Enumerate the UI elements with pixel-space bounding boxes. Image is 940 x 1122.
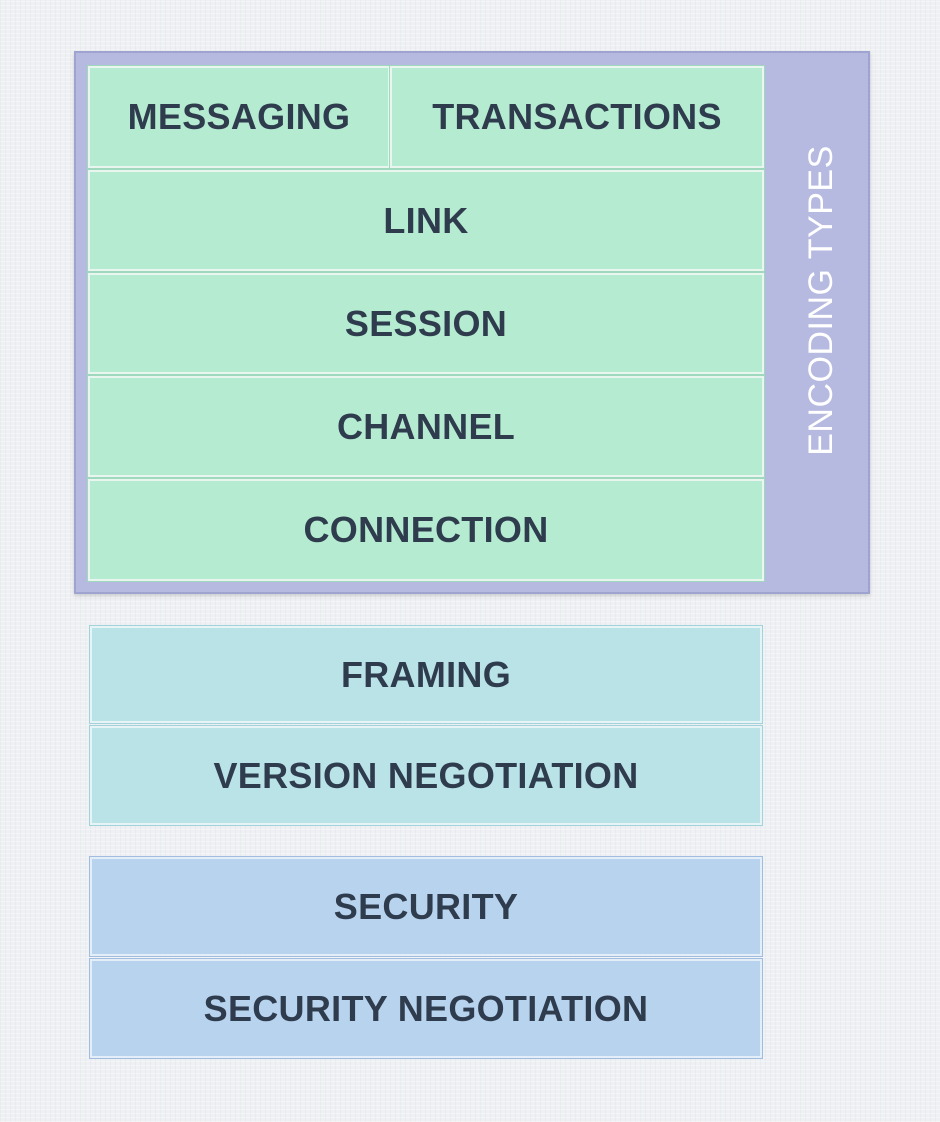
layer-security-negotiation: SECURITY NEGOTIATION <box>89 958 763 1059</box>
layer-security-negotiation-label: SECURITY NEGOTIATION <box>203 987 649 1029</box>
layer-connection: CONNECTION <box>87 478 765 582</box>
encoding-types-label: ENCODING TYPES <box>796 80 846 520</box>
layer-link: LINK <box>87 169 765 272</box>
layer-version-negotiation: VERSION NEGOTIATION <box>89 725 763 826</box>
layer-session-label: SESSION <box>344 302 508 344</box>
layer-channel: CHANNEL <box>87 375 765 478</box>
layer-framing-label: FRAMING <box>340 653 512 695</box>
encoding-types-text: ENCODING TYPES <box>801 144 840 456</box>
layer-session: SESSION <box>87 272 765 375</box>
layer-security-label: SECURITY <box>333 885 519 927</box>
layer-channel-label: CHANNEL <box>336 405 516 447</box>
layer-version-negotiation-label: VERSION NEGOTIATION <box>213 754 639 796</box>
layer-messaging-label: MESSAGING <box>127 96 351 137</box>
layer-link-label: LINK <box>383 199 469 241</box>
layer-framing: FRAMING <box>89 625 763 724</box>
layer-transactions-label: TRANSACTIONS <box>432 96 722 137</box>
layer-connection-label: CONNECTION <box>303 509 549 550</box>
layer-security: SECURITY <box>89 856 763 957</box>
layer-messaging: MESSAGING <box>87 65 391 169</box>
layer-transactions: TRANSACTIONS <box>389 65 765 169</box>
